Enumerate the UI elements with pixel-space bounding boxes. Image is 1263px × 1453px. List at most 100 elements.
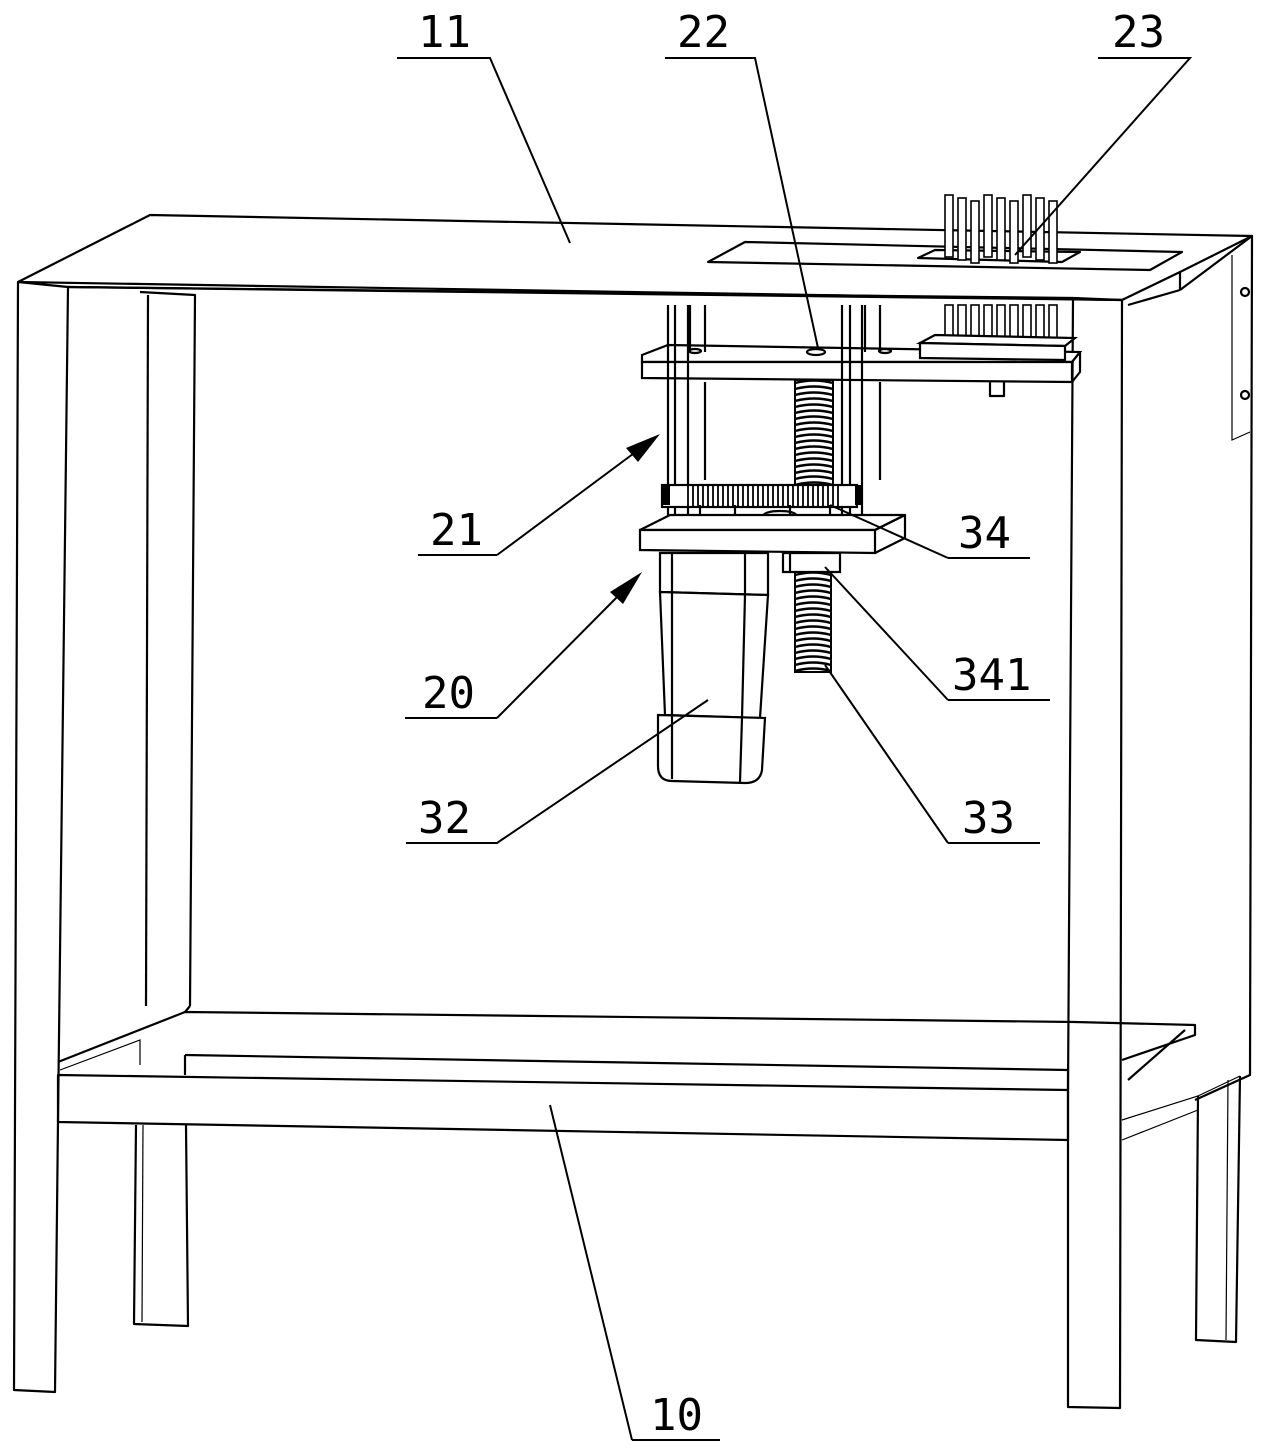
lower-mount-plate bbox=[638, 513, 907, 555]
leader-23 bbox=[1014, 57, 1193, 256]
thread bbox=[794, 445, 834, 451]
thread bbox=[794, 613, 832, 619]
right-side-panel bbox=[1179, 234, 1254, 1102]
leader-lines bbox=[397, 57, 1193, 1441]
arrow-20-head bbox=[610, 572, 642, 604]
thread bbox=[794, 427, 834, 433]
rear-left-leg-lower bbox=[132, 1124, 190, 1328]
bristle-bottom bbox=[1048, 304, 1058, 340]
upper-screw bbox=[794, 379, 834, 489]
thread bbox=[794, 397, 834, 403]
label-34: 34 bbox=[958, 508, 1011, 559]
bristle-bottom bbox=[957, 304, 967, 340]
bristle-bottom bbox=[970, 304, 980, 340]
thread bbox=[794, 421, 834, 427]
thread bbox=[794, 415, 834, 421]
motor-flange bbox=[658, 551, 770, 597]
thread bbox=[794, 595, 832, 601]
thread bbox=[794, 661, 832, 667]
thread bbox=[794, 451, 834, 457]
thread bbox=[794, 631, 832, 637]
thread bbox=[794, 583, 832, 589]
plate-hole bbox=[805, 347, 827, 357]
lower-plate-front bbox=[638, 528, 877, 555]
thread bbox=[794, 403, 834, 409]
motor-endcap bbox=[656, 713, 767, 785]
bristle-top bbox=[957, 197, 967, 261]
thread bbox=[794, 391, 834, 397]
bristle-top bbox=[983, 194, 993, 258]
thread bbox=[794, 589, 832, 595]
arrow-21-shaft bbox=[496, 444, 646, 556]
thread bbox=[794, 649, 832, 655]
bottom-inner-rail bbox=[184, 1053, 1070, 1090]
front-left-leg bbox=[12, 280, 70, 1394]
bristle-bottom bbox=[1035, 304, 1045, 340]
thread bbox=[794, 433, 834, 439]
reference-labels: 11 22 23 21 34 20 341 32 33 10 bbox=[418, 7, 1165, 1441]
thread bbox=[794, 577, 832, 583]
top-plate-surface bbox=[17, 213, 1254, 302]
bottom-rear-rail bbox=[57, 1010, 1197, 1064]
lead-screw bbox=[794, 571, 832, 673]
nut bbox=[781, 551, 842, 574]
thread bbox=[794, 601, 832, 607]
label-21: 21 bbox=[430, 505, 483, 556]
label-32: 32 bbox=[418, 793, 471, 844]
leader-34 bbox=[829, 504, 1030, 559]
front-right-leg bbox=[1066, 296, 1124, 1410]
small-stud bbox=[988, 382, 1006, 398]
mount-plate-front bbox=[640, 360, 1074, 384]
label-33: 33 bbox=[962, 793, 1015, 844]
leader-32 bbox=[406, 699, 709, 844]
leader-33 bbox=[824, 664, 1040, 844]
thread bbox=[794, 379, 834, 385]
thread bbox=[794, 643, 832, 649]
thread bbox=[794, 571, 832, 577]
thread bbox=[794, 385, 834, 391]
leader-11 bbox=[397, 57, 571, 244]
thread bbox=[794, 607, 832, 613]
label-10: 10 bbox=[650, 1390, 703, 1441]
frame bbox=[12, 234, 1254, 1410]
nut-block bbox=[781, 551, 842, 574]
thread bbox=[794, 409, 834, 415]
rear-left-leg-inner bbox=[144, 294, 150, 1007]
thread bbox=[794, 655, 832, 661]
bristle-top bbox=[1009, 200, 1019, 264]
bristle-top bbox=[1035, 197, 1045, 261]
bolt-hole-2 bbox=[1239, 389, 1251, 401]
thread bbox=[794, 457, 834, 463]
top-opening bbox=[706, 240, 1184, 272]
leader-10 bbox=[549, 1104, 720, 1441]
label-11: 11 bbox=[418, 7, 471, 58]
gear-end-left bbox=[662, 485, 670, 505]
leader-22 bbox=[665, 57, 819, 349]
bristle-bottom bbox=[983, 304, 993, 340]
thread bbox=[794, 469, 834, 475]
thread bbox=[794, 619, 832, 625]
upper-mount-plate bbox=[640, 333, 1083, 398]
label-23: 23 bbox=[1112, 7, 1165, 58]
thread bbox=[794, 475, 834, 481]
thread bbox=[794, 625, 832, 631]
top-plate bbox=[17, 213, 1254, 302]
bolt-hole-1 bbox=[1239, 286, 1251, 298]
thread bbox=[794, 463, 834, 469]
bristle-top bbox=[1048, 200, 1058, 264]
bristle-top bbox=[996, 197, 1006, 261]
motor bbox=[656, 551, 770, 785]
rear-left-leg-upper bbox=[139, 290, 197, 1007]
arrow-21-head bbox=[626, 434, 660, 462]
motor-body bbox=[658, 590, 770, 720]
label-20: 20 bbox=[422, 668, 475, 719]
brush-base bbox=[918, 341, 1067, 362]
arrow-20-shaft bbox=[496, 585, 629, 719]
arrows bbox=[496, 434, 660, 719]
bristle-top bbox=[1022, 194, 1032, 258]
bristle-bottom bbox=[1022, 304, 1032, 340]
bristle-bottom bbox=[1009, 304, 1019, 340]
thread bbox=[794, 439, 834, 445]
